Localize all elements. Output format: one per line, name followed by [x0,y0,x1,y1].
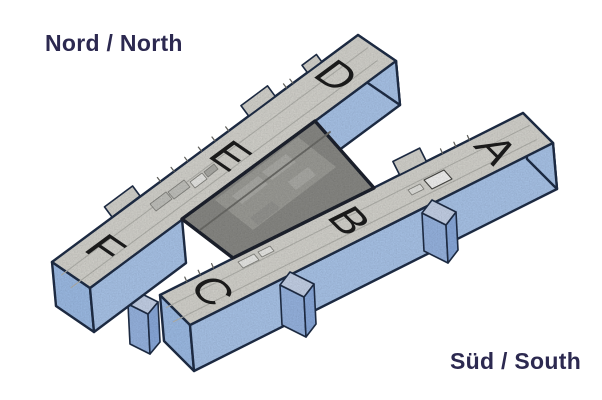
bus-gate-stub-west [127,291,161,355]
meeting-point-structure [423,169,453,190]
north-pier-corridor-line [60,47,369,276]
terminal-hall-room [262,154,296,180]
terminal-hall-room [232,176,268,204]
gate-structure [237,253,260,269]
north-pier-gate-ticks [156,78,294,183]
terminal-hall-floorplan-area [215,137,336,230]
roof-details [60,47,537,323]
gate-structure [257,245,275,258]
stub-east-top-face [421,199,457,226]
terminal-hall-room [250,201,280,225]
south-region-label: Süd / South [450,348,581,374]
south-pier-corridor-line-2 [172,139,537,323]
junction-structure [203,163,219,178]
north-pier-roof-bump-east [240,85,277,117]
junction-structure [189,172,208,189]
junction-structure [149,191,173,212]
bus-gate-stub-center [279,271,317,338]
terminal-hall-room [288,167,316,190]
north-pier-roof-bump-d [301,53,323,74]
south-pier-corridor-line [165,124,530,309]
north-pier-roof-bump-west [103,185,141,218]
south-pier-gate-ticks [184,134,470,283]
bus-gate-stub-east [421,199,459,264]
diagram-group [50,33,559,373]
stub-center-top-face [279,271,315,298]
south-pier-roof-bump [392,147,428,176]
north-region-label: Nord / North [45,30,183,56]
terminal-hall-corridor-line [199,131,331,231]
junction-structure [167,179,191,200]
central-terminal-hall [180,119,376,260]
north-pier-corridor-line-2 [70,60,378,289]
gate-structure [407,183,425,196]
